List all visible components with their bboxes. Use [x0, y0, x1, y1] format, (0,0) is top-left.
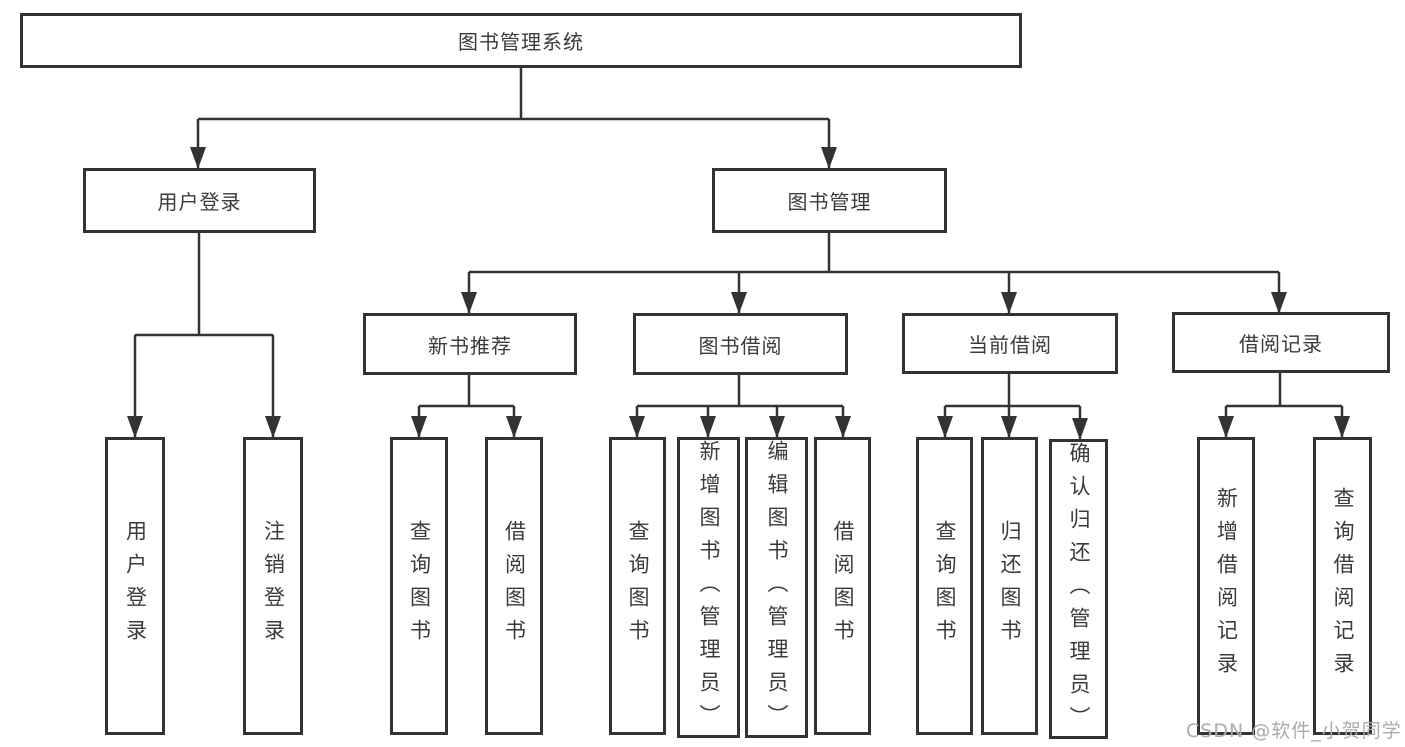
leaf-label-borrow-books-2: 借阅图书	[831, 520, 855, 652]
leaf-label-confirm-return-admin: 确认归还（管理员）	[1067, 442, 1091, 739]
connector-newrec-trunk	[419, 375, 514, 408]
leaf-return-books: 归还图书	[981, 437, 1038, 735]
leaf-label-borrow-books-1: 借阅图书	[502, 520, 527, 652]
leaf-label-add-books-admin: 新增图书（管理员）	[697, 440, 721, 737]
node-borrowing-records: 借阅记录	[1172, 312, 1390, 373]
node-label-book-management: 图书管理	[787, 190, 872, 214]
leaf-add-borrow-record: 新增借阅记录	[1197, 437, 1255, 735]
leaf-user-login: 用户登录	[105, 437, 165, 735]
node-label-book-borrowing: 图书借阅	[698, 333, 783, 358]
leaf-label-query-books-2: 查询图书	[626, 520, 650, 652]
leaf-label-return-books: 归还图书	[998, 520, 1022, 652]
node-label-new-book-recommendation: 新书推荐	[428, 333, 512, 358]
leaf-label-logout: 注销登录	[261, 520, 286, 652]
node-book-borrowing: 图书借阅	[633, 313, 848, 375]
leaf-confirm-return-admin: 确认归还（管理员）	[1049, 439, 1108, 739]
node-book-management-system: 图书管理系统	[20, 13, 1022, 68]
leaf-query-books-1: 查询图书	[390, 437, 448, 735]
leaf-add-books-admin: 新增图书（管理员）	[677, 437, 740, 738]
leaf-label-query-borrow-record: 查询借阅记录	[1331, 487, 1355, 685]
node-book-management: 图书管理	[712, 168, 947, 233]
leaf-query-borrow-record: 查询借阅记录	[1313, 437, 1372, 735]
connector-login-trunk	[135, 233, 273, 337]
leaf-label-user-login: 用户登录	[123, 520, 148, 652]
node-current-borrowing: 当前借阅	[902, 313, 1118, 374]
connector-borrow-trunk	[637, 375, 843, 408]
connector-current-trunk	[945, 374, 1080, 408]
leaf-label-edit-books-admin: 编辑图书（管理员）	[765, 440, 789, 737]
node-label-borrowing-records: 借阅记录	[1239, 332, 1323, 356]
node-user-login: 用户登录	[83, 168, 316, 233]
connector-record-trunk	[1226, 373, 1342, 408]
node-label-current-borrowing: 当前借阅	[968, 333, 1052, 357]
leaf-label-add-borrow-record: 新增借阅记录	[1214, 487, 1239, 685]
leaf-edit-books-admin: 编辑图书（管理员）	[745, 437, 808, 738]
connector-mgmt-trunk	[469, 233, 1279, 274]
csdn-watermark: CSDN @软件_小贺同学	[1186, 720, 1402, 742]
leaf-logout: 注销登录	[243, 437, 303, 735]
node-label-user-login: 用户登录	[157, 190, 242, 214]
connector-root-trunk	[198, 68, 829, 121]
leaf-query-books-3: 查询图书	[916, 437, 973, 735]
node-new-book-recommendation: 新书推荐	[363, 313, 577, 375]
leaf-label-query-books-1: 查询图书	[407, 520, 432, 652]
leaf-borrow-books-1: 借阅图书	[485, 437, 543, 735]
node-label-book-management-system: 图书管理系统	[458, 30, 584, 54]
leaf-label-query-books-3: 查询图书	[933, 520, 957, 652]
leaf-borrow-books-2: 借阅图书	[814, 437, 871, 735]
leaf-query-books-2: 查询图书	[609, 437, 666, 735]
